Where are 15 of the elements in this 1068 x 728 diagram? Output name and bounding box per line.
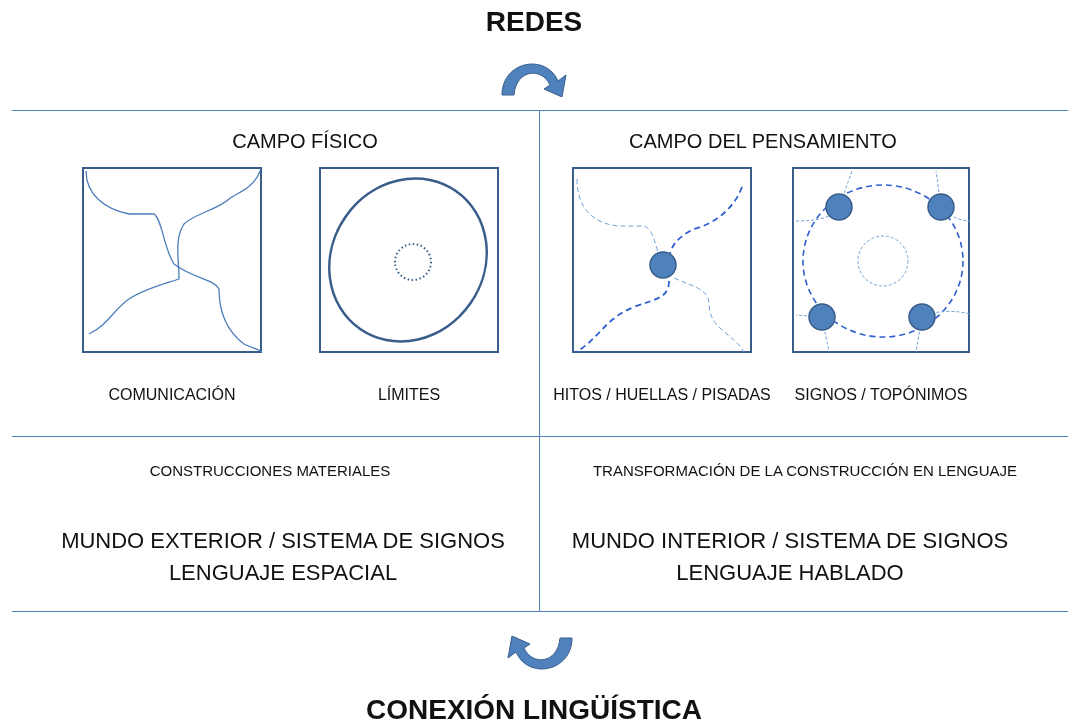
body-text: TRANSFORMACIÓN DE LA CONSTRUCCIÓN EN LENGUAJE	[592, 462, 1018, 479]
body-text: CONSTRUCCIONES MATERIALES	[149, 462, 391, 479]
diagram-caption: CONEXIÓN LINGÜÍSTICA	[366, 694, 702, 726]
section-heading: MUNDO EXTERIOR / SISTEMA DE SIGNOS	[61, 528, 505, 554]
picture-caption: LÍMITES	[377, 386, 441, 404]
section-heading: CAMPO DEL PENSAMIENTO	[629, 130, 897, 153]
section-heading: LENGUAJE ESPACIAL	[168, 560, 398, 586]
picture-caption: COMUNICACIÓN	[108, 386, 236, 404]
section-heading: MUNDO INTERIOR / SISTEMA DE SIGNOS	[571, 528, 1009, 554]
picture-caption: SIGNOS / TOPÓNIMOS	[794, 386, 968, 404]
picture-caption: HITOS / HUELLAS / PISADAS	[553, 386, 771, 404]
section-heading: CAMPO FÍSICO	[232, 130, 378, 153]
section-heading: LENGUAJE HABLADO	[676, 560, 904, 586]
diagram-title: REDES	[485, 6, 583, 38]
picture-frame	[319, 167, 499, 353]
